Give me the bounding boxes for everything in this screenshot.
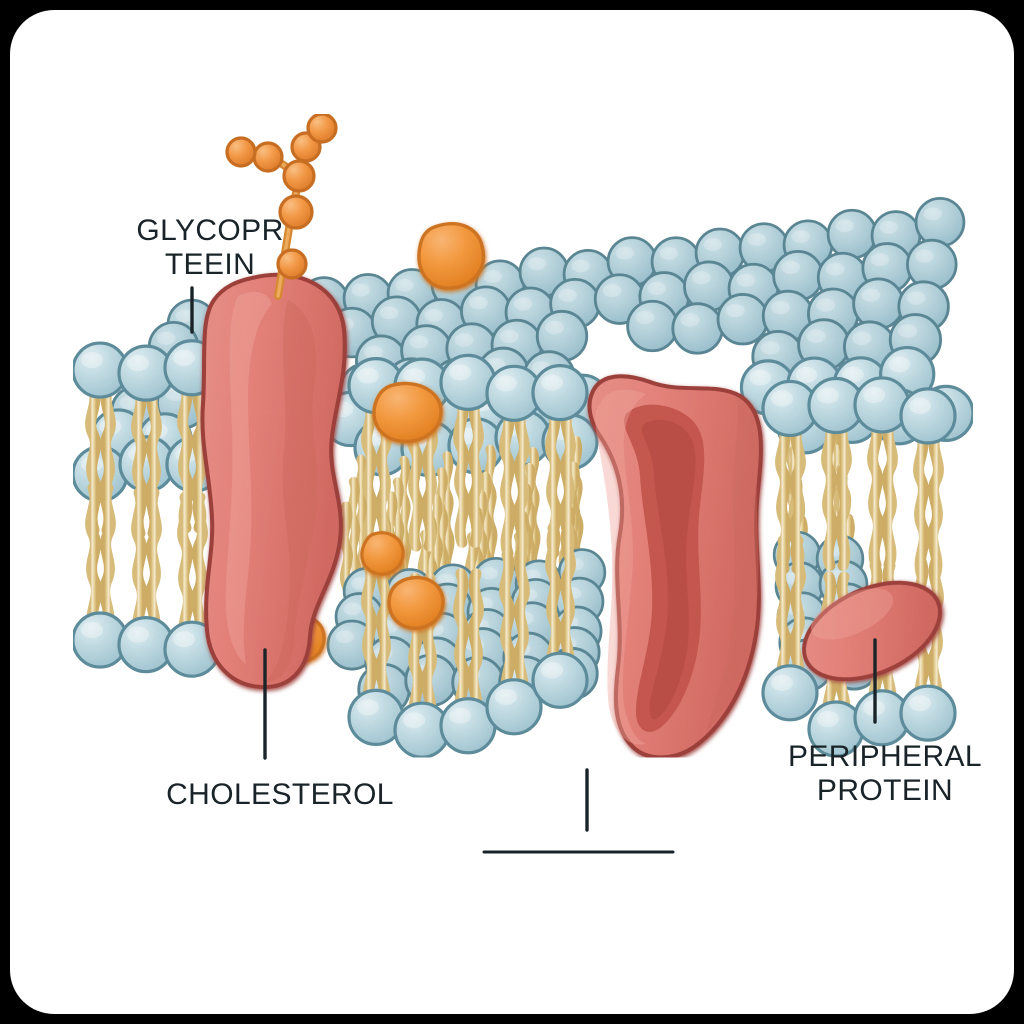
phospholipid-tail bbox=[505, 555, 511, 697]
phospholipid-tail bbox=[565, 528, 571, 670]
leader-lines bbox=[190, 286, 877, 854]
phospholipid-tail bbox=[183, 497, 189, 639]
membrane-illustration bbox=[71, 112, 975, 854]
phospholipid-head bbox=[531, 363, 589, 422]
label-peripheral-protein: PERIPHERAL PROTEIN bbox=[787, 740, 983, 807]
phospholipid-tail bbox=[381, 565, 387, 707]
phospholipid-tail bbox=[137, 493, 143, 635]
phospholipid-head bbox=[531, 651, 589, 709]
glycoprotein bbox=[200, 272, 347, 690]
phospholipid-tail bbox=[887, 423, 893, 565]
phospholipid-tail bbox=[459, 400, 465, 542]
phospholipid-tail bbox=[519, 411, 525, 553]
phospholipid-head bbox=[899, 387, 957, 445]
figure-canvas: GLYCOPR TEEIN CHOLESTEROL PERIPHERAL PRO… bbox=[10, 10, 1014, 1014]
sugar-bead bbox=[306, 112, 338, 144]
cholesterol-molecule bbox=[387, 575, 445, 630]
phospholipid-tail bbox=[367, 565, 373, 707]
phospholipid-head bbox=[761, 664, 819, 722]
label-cholesterol: CHOLESTEROL bbox=[166, 778, 394, 811]
cholesterol-molecule bbox=[372, 381, 443, 444]
phospholipid-tail bbox=[795, 541, 801, 683]
phospholipid-head bbox=[671, 302, 724, 355]
phospholipid-head bbox=[899, 684, 957, 742]
phospholipid-tail bbox=[827, 423, 833, 565]
carbohydrate-chain bbox=[225, 112, 338, 300]
sugar-bead bbox=[225, 136, 257, 168]
phospholipid-head bbox=[626, 299, 679, 353]
phospholipid-tail bbox=[367, 404, 373, 546]
phospholipid-tail bbox=[519, 555, 525, 697]
phospholipid-tail bbox=[505, 411, 511, 553]
label-unlabeled bbox=[440, 842, 730, 864]
sugar-bead bbox=[252, 141, 284, 173]
channel-protein bbox=[587, 374, 763, 760]
label-glycoprotein: GLYCOPR TEEIN bbox=[136, 214, 284, 281]
phospholipid-tail bbox=[873, 423, 879, 565]
cholesterol-molecule bbox=[417, 222, 485, 290]
phospholipid-tail bbox=[91, 488, 97, 630]
phospholipid-tail bbox=[473, 574, 479, 716]
sugar-bead bbox=[278, 194, 314, 230]
phospholipid-tail bbox=[151, 493, 157, 635]
phospholipid-tail bbox=[933, 434, 939, 576]
phospholipid-head bbox=[906, 238, 958, 291]
sugar-bead bbox=[282, 159, 316, 193]
phospholipid-head bbox=[716, 293, 769, 346]
phospholipid-tail bbox=[459, 574, 465, 716]
phospholipid-head bbox=[914, 196, 966, 248]
phospholipid-tail bbox=[551, 528, 557, 670]
cholesterol-molecule bbox=[360, 531, 405, 576]
phospholipid-tail bbox=[473, 400, 479, 542]
phospholipid-tail bbox=[841, 423, 847, 565]
phospholipid-tail bbox=[197, 497, 203, 639]
phospholipid-head bbox=[852, 277, 905, 330]
sugar-bead bbox=[276, 248, 308, 280]
phospholipid-tail bbox=[105, 488, 111, 630]
phospholipid-tail bbox=[919, 434, 925, 576]
phospholipid-tail bbox=[781, 541, 787, 683]
peripheral-protein bbox=[802, 580, 942, 682]
